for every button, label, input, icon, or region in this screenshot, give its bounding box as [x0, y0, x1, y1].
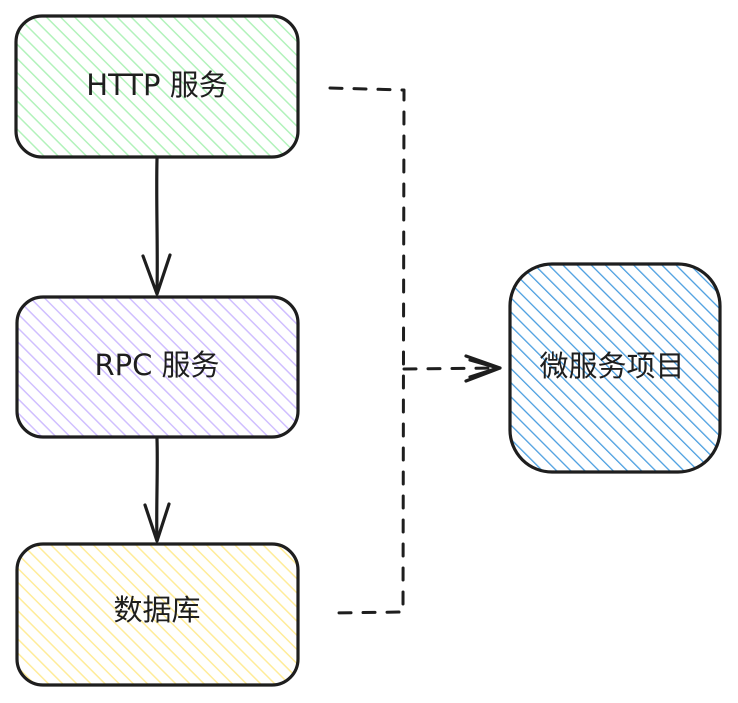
http-service-node: HTTP 服务 — [14, 14, 300, 159]
http-service-label: HTTP 服务 — [86, 68, 227, 102]
database-fill — [17, 544, 298, 685]
grouping-bracket — [328, 86, 406, 615]
rpc-service-fill — [17, 297, 298, 437]
microservice-project-fill — [510, 264, 720, 472]
arrow-rpc-to-database-shaft — [155, 437, 159, 542]
arrow-group-to-microservice — [402, 354, 502, 383]
arrow-http-to-rpc-head — [141, 253, 172, 296]
arrow-rpc-to-database-head — [143, 502, 171, 543]
database-node: 数据库 — [15, 542, 300, 687]
arrow-http-to-rpc-shaft — [155, 157, 159, 295]
database-label: 数据库 — [113, 593, 200, 627]
rpc-service-label: RPC 服务 — [94, 348, 219, 382]
arrow-group-to-microservice-head-inner — [468, 358, 500, 379]
rpc-service-node: RPC 服务 — [15, 295, 300, 439]
http-service-fill — [16, 16, 298, 157]
database-border — [15, 542, 300, 687]
arrow-http-to-rpc — [141, 157, 172, 296]
microservice-project-label: 微服务项目 — [539, 349, 684, 383]
arrow-rpc-to-database — [143, 437, 171, 543]
rpc-service-border — [15, 295, 300, 439]
microservice-project-node: 微服务项目 — [508, 262, 722, 474]
arrow-group-to-microservice-head — [464, 354, 502, 383]
http-service-border — [14, 14, 300, 159]
microservice-project-border — [508, 262, 722, 474]
arrow-group-to-microservice-shaft — [402, 366, 502, 371]
